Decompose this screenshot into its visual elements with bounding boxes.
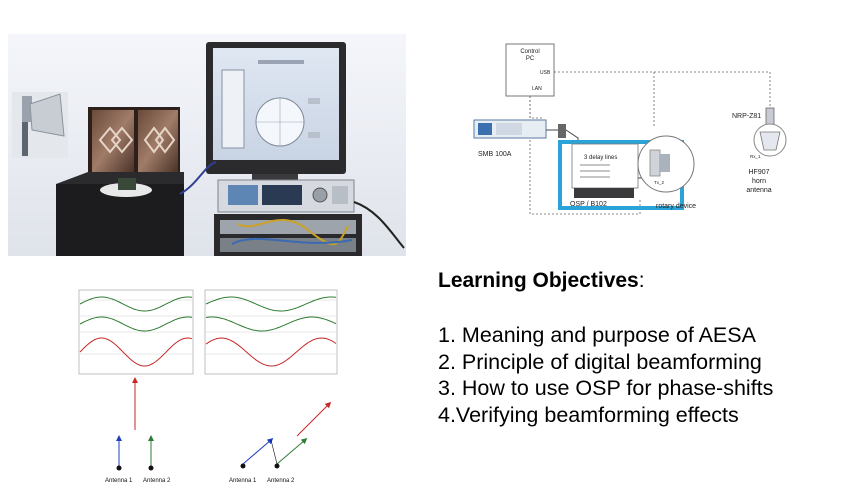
rx-label: Rx_1	[750, 154, 761, 159]
antenna1-vector-right	[242, 438, 274, 465]
smb-label: SMB 100A	[478, 151, 512, 158]
antenna1-dot-right	[240, 463, 246, 469]
usb-dashed-line	[554, 71, 771, 108]
objectives-list: 1. Meaning and purpose of AESA 2. Princi…	[438, 322, 843, 428]
learning-objectives-colon: :	[638, 269, 645, 292]
wave-sum	[205, 337, 337, 367]
lan-label: LAN	[532, 86, 542, 92]
wave-antenna2	[79, 316, 193, 332]
nrp-label: NRP-Z81	[732, 113, 761, 120]
waveform-right-svg	[204, 289, 338, 375]
objective-item: 4.Verifying beamforming effects	[438, 402, 739, 427]
control-pc-box	[505, 43, 555, 97]
objective-item: 3. How to use OSP for phase-shifts	[438, 376, 774, 400]
horn-label-line1: HF907	[748, 169, 769, 176]
control-pc-label-line1: Control	[520, 49, 539, 55]
lan-dashed-line	[529, 96, 544, 119]
wave-sum	[79, 337, 193, 367]
antenna2-label-left: Antenna 2	[143, 478, 171, 484]
setup-block-diagram: Control PC USB LAN SMB 100A 3 delay line…	[460, 38, 790, 248]
osp-label: OSP / B102	[570, 201, 607, 208]
lab-setup-photo	[8, 34, 406, 256]
resultant-vector-right	[296, 401, 332, 437]
lab-photo-illustration	[8, 34, 406, 256]
control-pc-label-line2: PC	[526, 56, 535, 62]
wave-antenna2	[205, 316, 337, 332]
wave-antenna1	[79, 296, 193, 312]
antenna-vector-diagrams: Antenna 1 Antenna 2 Antenna 1 Antenna 2	[95, 370, 355, 490]
objective-item: 1. Meaning and purpose of AESA	[438, 323, 756, 347]
osp-device	[574, 188, 634, 198]
antenna2-label-right: Antenna 2	[267, 478, 295, 484]
horn-label-line2: horn	[752, 178, 766, 185]
antenna1-label-left: Antenna 1	[105, 478, 133, 484]
learning-objectives-section: Learning Objectives: 1. Meaning and purp…	[438, 268, 843, 428]
tx-label: Tx_2	[654, 180, 665, 185]
objective-item: 2. Principle of digital beamforming	[438, 349, 762, 374]
waveform-plot-left	[73, 288, 195, 378]
antenna1-label-right: Antenna 1	[229, 478, 257, 484]
antenna2-dot-left	[148, 465, 154, 471]
antenna2-vector-right	[276, 438, 308, 465]
antenna2-dot-right	[274, 463, 280, 469]
waveform-left-svg	[78, 289, 194, 375]
block-diagram-svg: Control PC USB LAN SMB 100A 3 delay line…	[473, 43, 787, 215]
vector-diagram-svg: Antenna 1 Antenna 2 Antenna 1 Antenna 2	[105, 377, 332, 484]
usb-label: USB	[540, 70, 551, 76]
wave-antenna1	[205, 296, 337, 312]
delay-lines-box	[571, 143, 639, 189]
horn-label-line3: antenna	[746, 187, 771, 194]
waveform-plot-right	[199, 288, 339, 378]
delay-lines-label: 3 delay lines	[584, 155, 617, 161]
phase-offset-line	[270, 439, 278, 465]
learning-objectives-title: Learning Objectives:	[438, 268, 843, 294]
rotary-label: rotary device	[656, 203, 696, 210]
antenna1-dot-left	[116, 465, 122, 471]
learning-objectives-title-text: Learning Objectives	[438, 269, 639, 292]
